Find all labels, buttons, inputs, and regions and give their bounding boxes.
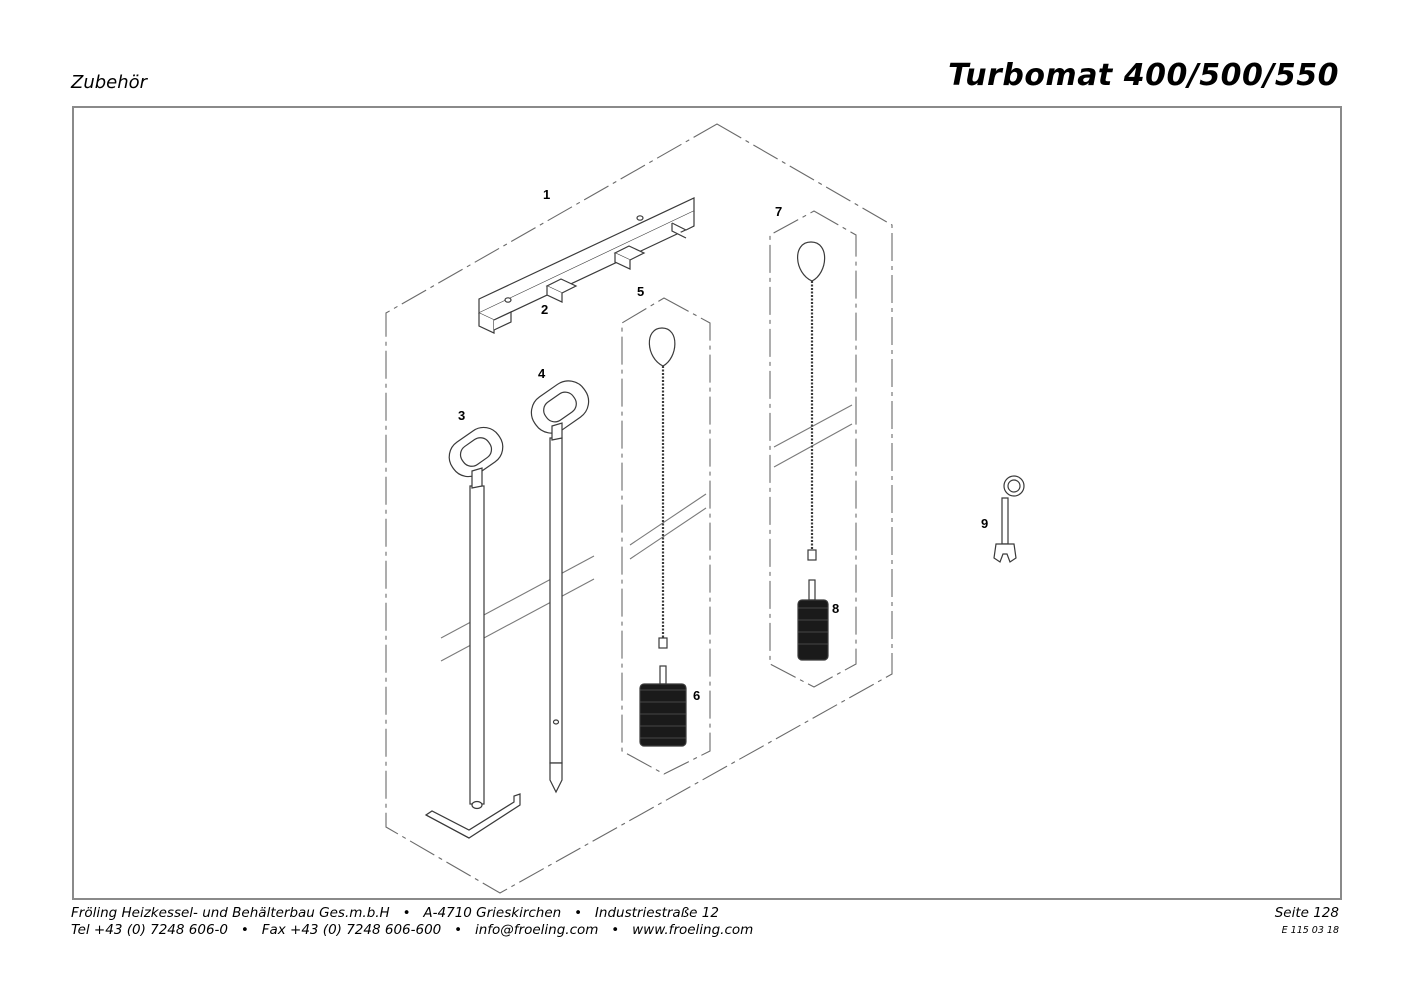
model-title: Turbomat 400/500/550 <box>948 58 1339 93</box>
callout-1: 1 <box>543 187 550 202</box>
break-lines <box>440 404 853 662</box>
footer-contact: Tel +43 (0) 7248 606-0 • Fax +43 (0) 724… <box>71 922 754 938</box>
wall-bracket <box>478 197 695 334</box>
callout-2: 2 <box>541 302 548 317</box>
company-footer: Fröling Heizkessel- und Behälterbau Ges.… <box>71 905 753 939</box>
spanner-tool <box>993 475 1025 563</box>
page-number: Seite 128 <box>1274 905 1339 921</box>
document-code: E 115 03 18 <box>1281 925 1339 936</box>
group-boundary <box>385 123 893 894</box>
callout-3: 3 <box>458 408 465 423</box>
brush-large <box>639 327 687 747</box>
callout-7: 7 <box>775 204 782 219</box>
callout-4: 4 <box>538 366 546 381</box>
callout-8: 8 <box>832 601 839 616</box>
footer-address: Fröling Heizkessel- und Behälterbau Ges.… <box>71 905 719 921</box>
section-title: Zubehör <box>71 72 148 93</box>
exploded-drawing: 1 2 3 4 5 6 7 8 9 <box>72 106 1342 900</box>
callout-9: 9 <box>981 516 988 531</box>
callout-6: 6 <box>693 688 700 703</box>
poker-tool <box>530 380 590 794</box>
brush-8-boundary <box>769 210 857 688</box>
brush-small <box>797 241 829 661</box>
page-info: Seite 128 E 115 03 18 <box>1275 905 1339 938</box>
callout-5: 5 <box>637 284 644 299</box>
scraper-tool <box>424 426 521 839</box>
brush-6-boundary <box>621 297 711 775</box>
